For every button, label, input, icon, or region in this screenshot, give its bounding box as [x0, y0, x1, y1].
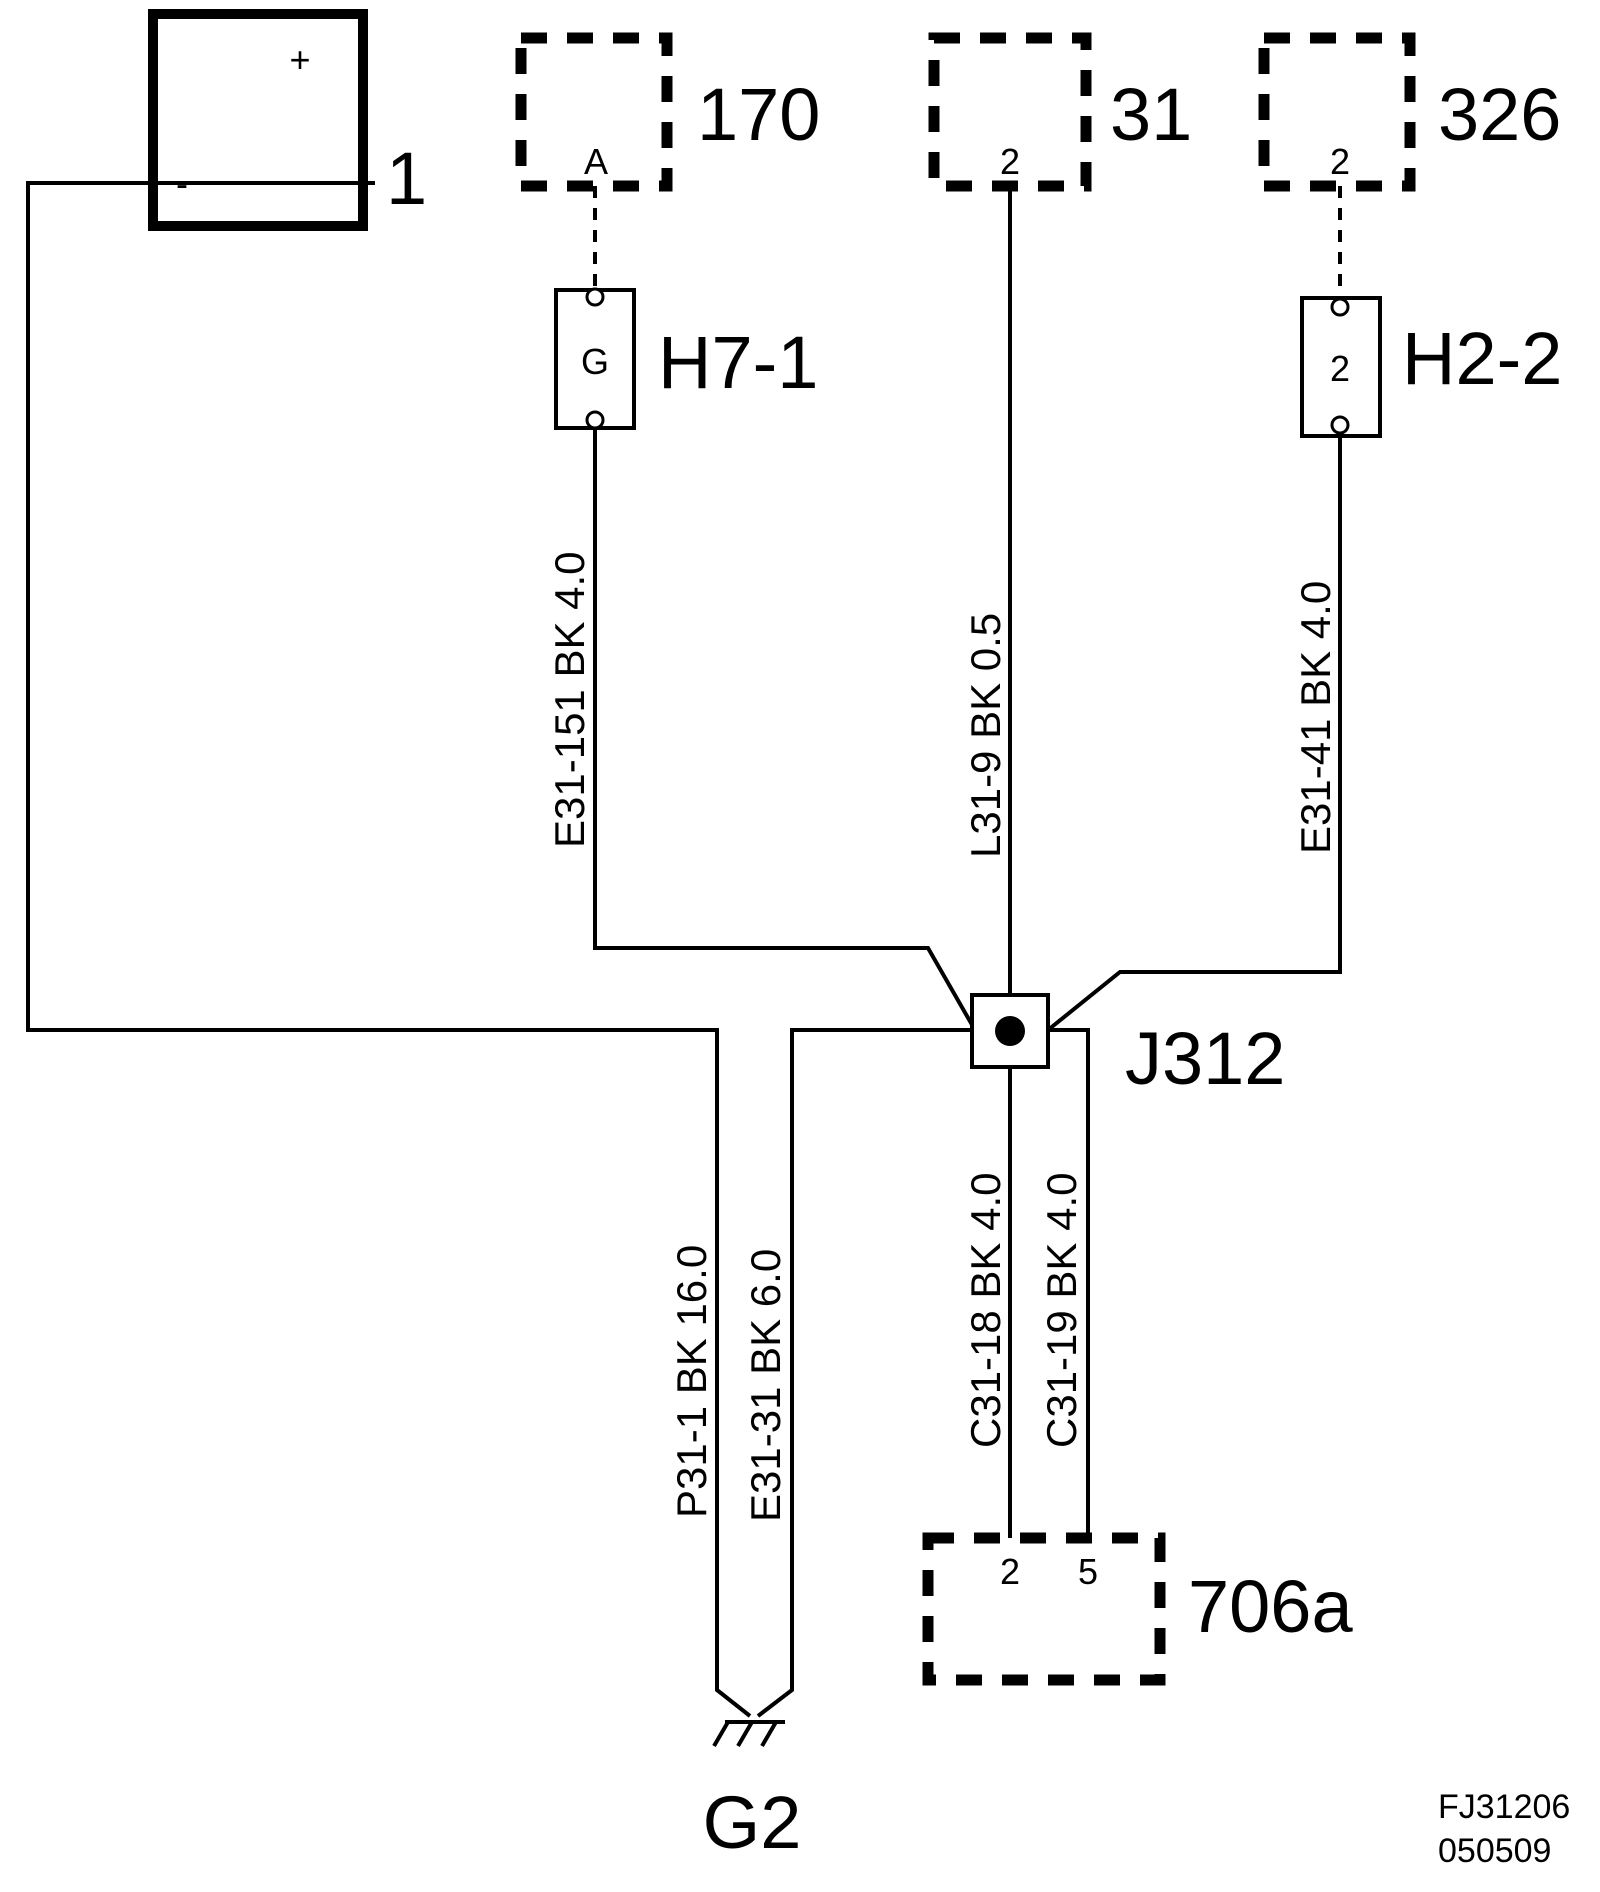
connector-706a-pin-left: 2 [1000, 1551, 1020, 1592]
h2-2-pin-top [1330, 297, 1350, 317]
wire-label-e31-151: E31-151 BK 4.0 [546, 551, 593, 848]
connector-170-label: 170 [697, 73, 820, 156]
connector-326[interactable] [1258, 32, 1416, 192]
h2-2-label: H2-2 [1402, 317, 1562, 400]
connector-706a-pin-right: 5 [1078, 1551, 1098, 1592]
battery-label: 1 [386, 137, 427, 220]
connector-31-label: 31 [1110, 73, 1192, 156]
h2-2-pin-label: 2 [1330, 348, 1350, 389]
connector-706a-label: 706a [1188, 1565, 1353, 1648]
connector-326-label: 326 [1438, 73, 1561, 156]
ground-g2-symbol[interactable] [712, 1720, 785, 1748]
wire-p31-1[interactable] [26, 181, 752, 1718]
splice-j312-dot [995, 1016, 1025, 1046]
figure-code: FJ31206 [1438, 1788, 1570, 1826]
wire-label-e31-31: E31-31 BK 6.0 [742, 1249, 789, 1522]
splice-j312-label: J312 [1125, 1017, 1285, 1100]
h7-1-pin-bottom [585, 410, 605, 430]
figure-date-code: 050509 [1438, 1832, 1551, 1870]
battery-plus-sign: + [289, 39, 310, 80]
wire-label-e31-41: E31-41 BK 4.0 [1292, 581, 1339, 854]
h2-2-pin-bottom [1330, 415, 1350, 435]
wire-c31-19[interactable] [1048, 1028, 1090, 1538]
wire-e31-151[interactable] [593, 428, 977, 1031]
wire-e31-31[interactable] [756, 1028, 972, 1718]
wire-label-c31-19: C31-19 BK 4.0 [1038, 1172, 1085, 1448]
wire-label-c31-18: C31-18 BK 4.0 [962, 1172, 1009, 1448]
connector-31-pin: 2 [1000, 141, 1020, 182]
wire-label-p31-1: P31-1 BK 16.0 [668, 1245, 715, 1518]
connector-706a[interactable] [922, 1532, 1166, 1686]
h7-1-pin-label: G [581, 341, 609, 382]
connector-170[interactable] [515, 32, 673, 192]
ground-g2-label: G2 [703, 1781, 802, 1864]
battery-component[interactable]: + - [148, 9, 368, 231]
wire-label-l31-9: L31-9 BK 0.5 [962, 613, 1009, 858]
connector-170-pin: A [584, 141, 608, 182]
connector-326-pin: 2 [1330, 141, 1350, 182]
h7-1-pin-top [585, 287, 605, 307]
wire-e31-41[interactable] [1046, 436, 1342, 1032]
h7-1-label: H7-1 [658, 321, 818, 404]
